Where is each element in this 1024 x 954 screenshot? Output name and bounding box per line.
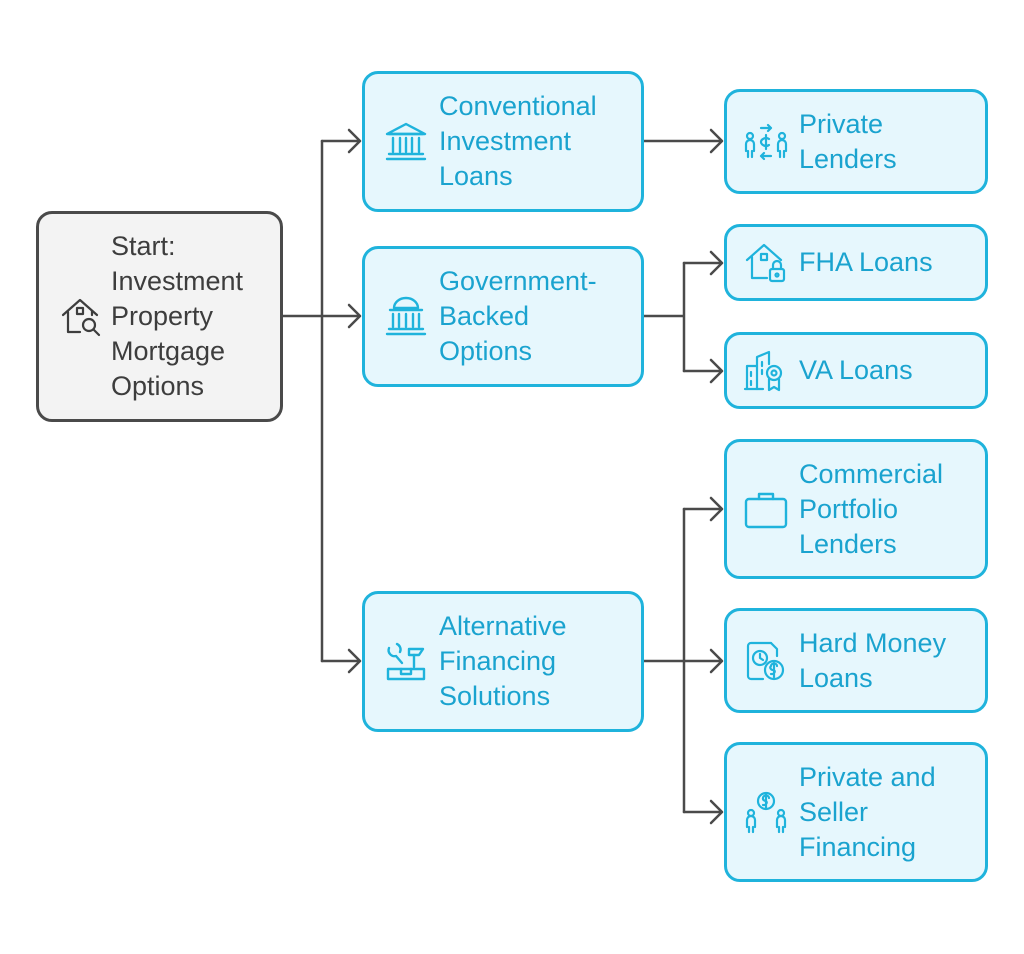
connector-start-trunk [281,139,324,663]
category-node-government[interactable]: Government- Backed Options [362,246,644,387]
connector-to-alternative [320,648,362,674]
category-label-government: Government- Backed Options [439,266,597,366]
option-node-fha-loans[interactable]: FHA Loans [724,224,988,301]
connector-conventional-to-private-lenders [642,128,724,154]
option-node-hard-money[interactable]: Hard Money Loans [724,608,988,713]
house-lock-icon [741,240,791,286]
option-label-fha-loans: FHA Loans [799,247,933,277]
briefcase-icon [741,486,791,532]
connector-to-fha-loans [682,250,724,276]
start-node[interactable]: Start: Investment Property Mortgage Opti… [36,211,283,422]
connector-to-hard-money [682,648,724,674]
start-node-label: Start: Investment Property Mortgage Opti… [111,231,244,401]
people-money-icon [741,789,791,835]
option-node-va-loans[interactable]: VA Loans [724,332,988,409]
connector-government-branch [642,261,686,373]
money-exchange-icon [741,119,791,165]
bank-icon [381,119,431,165]
government-building-icon [381,294,431,340]
connector-to-commercial-portfolio [682,496,724,522]
option-node-commercial-portfolio[interactable]: Commercial Portfolio Lenders [724,439,988,579]
option-label-commercial-portfolio: Commercial Portfolio Lenders [799,458,944,559]
tools-icon [381,639,431,685]
connector-to-va-loans [682,358,724,384]
house-search-icon [55,294,107,340]
building-badge-icon [741,348,791,394]
category-node-alternative[interactable]: Alternative Financing Solutions [362,591,644,732]
category-label-conventional: Conventional Investment Loans [439,91,597,191]
connector-to-private-seller [682,799,724,825]
category-node-conventional[interactable]: Conventional Investment Loans [362,71,644,212]
option-node-private-seller[interactable]: Private and Seller Financing [724,742,988,882]
option-label-va-loans: VA Loans [799,355,913,385]
option-label-private-seller: Private and Seller Financing [799,761,936,862]
option-label-hard-money: Hard Money Loans [799,627,947,693]
connector-to-government [320,303,362,329]
money-clock-icon [741,638,791,684]
connector-alternative-branch [642,507,686,814]
category-label-alternative: Alternative Financing Solutions [439,611,567,711]
connector-to-conventional [320,128,362,154]
option-node-private-lenders[interactable]: Private Lenders [724,89,988,194]
option-label-private-lenders: Private Lenders [799,108,897,174]
